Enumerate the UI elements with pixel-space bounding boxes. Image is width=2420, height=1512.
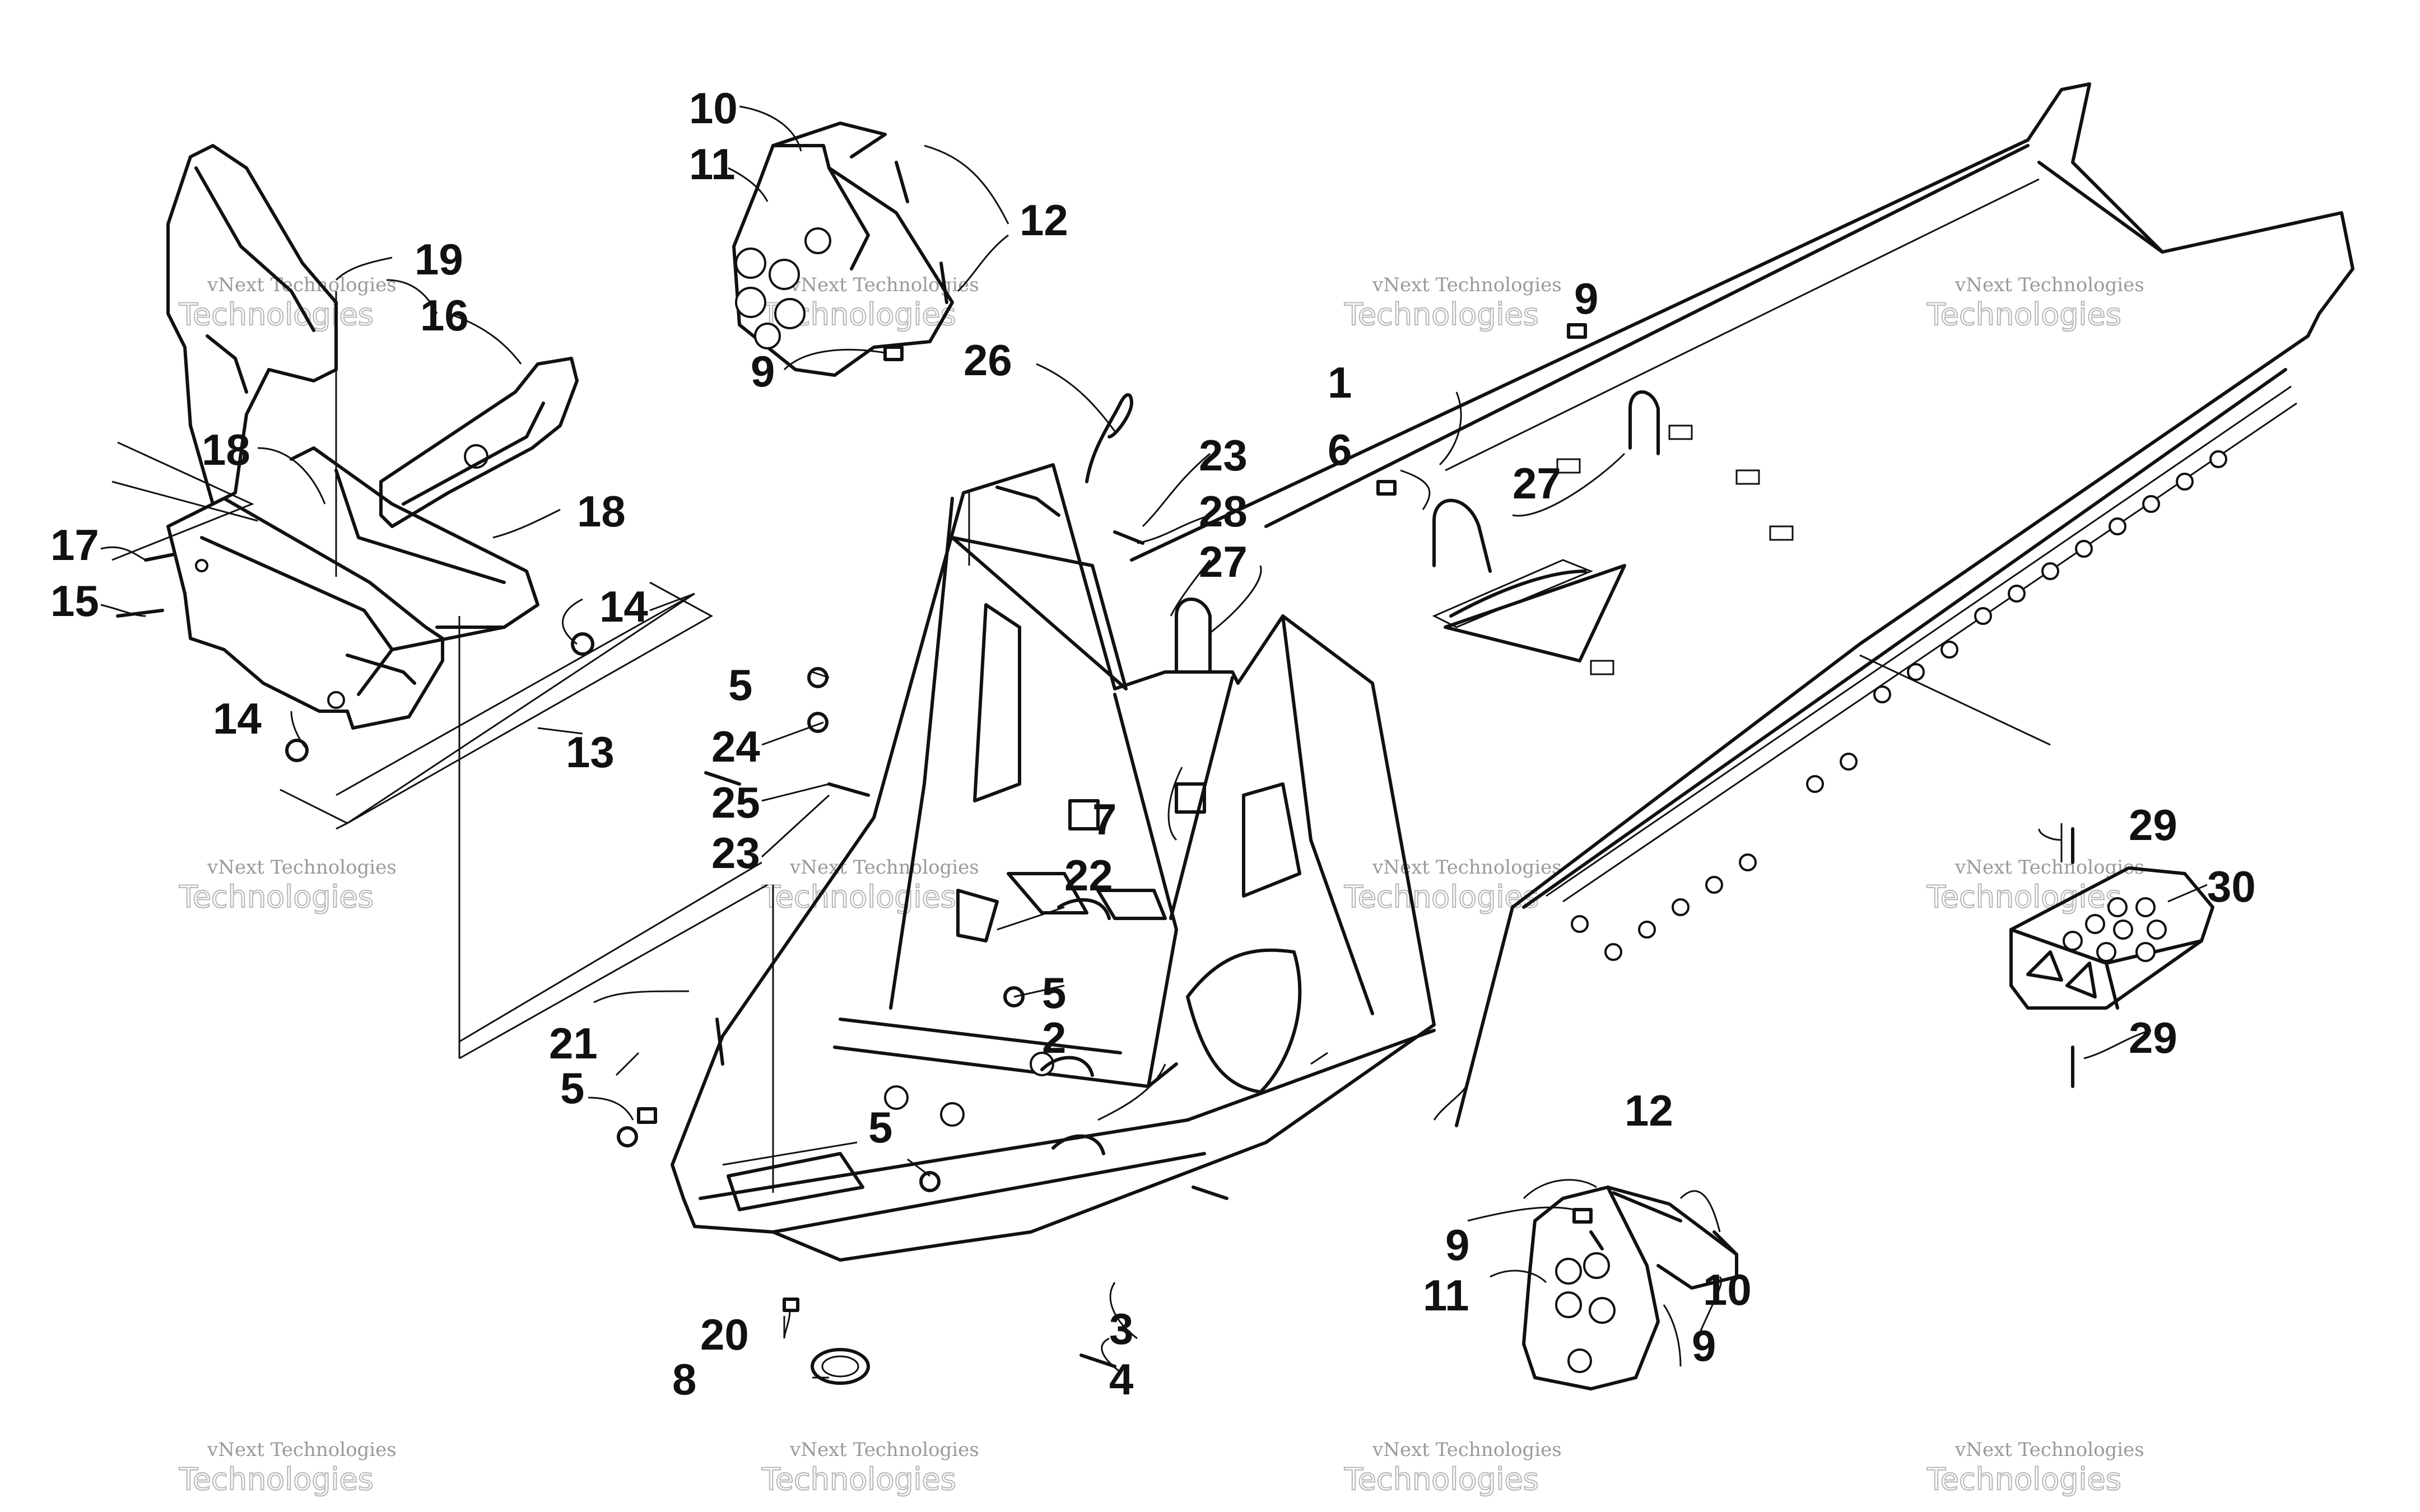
- callout-27: 27: [1513, 459, 1561, 508]
- callout-28: 28: [1199, 487, 1248, 536]
- callout-27: 27: [1199, 537, 1248, 586]
- watermark-line1: vNext Technologies: [1954, 274, 2144, 296]
- callout-14: 14: [599, 582, 648, 631]
- hardware: [116, 161, 2074, 1368]
- watermark: vNext Technologies Technologies: [178, 1439, 397, 1497]
- watermark-line2: Technologies: [1344, 297, 1539, 332]
- heat-shield-lower: [1522, 1186, 1738, 1390]
- callout-22: 22: [1064, 851, 1113, 900]
- watermark-layer: vNext Technologies Technologies vNext Te…: [178, 274, 2144, 1497]
- watermark-line1: vNext Technologies: [207, 856, 397, 879]
- watermark-line1: vNext Technologies: [789, 274, 979, 296]
- callout-5: 5: [560, 1063, 584, 1113]
- callout-3: 3: [1109, 1304, 1133, 1354]
- callout-29: 29: [2129, 1013, 2177, 1062]
- watermark-line2: Technologies: [761, 879, 956, 914]
- callout-5: 5: [728, 660, 752, 710]
- callout-5: 5: [868, 1103, 892, 1152]
- watermark-line2: Technologies: [179, 1462, 374, 1497]
- callout-6: 6: [1328, 425, 1352, 474]
- callout-18: 18: [577, 487, 626, 536]
- footrest: [2009, 866, 2214, 1010]
- callout-9: 9: [1574, 274, 1598, 323]
- watermark-line2: Technologies: [179, 297, 374, 332]
- u-bolts: [1175, 390, 1660, 674]
- callout-2: 2: [1042, 1013, 1066, 1062]
- callout-18: 18: [202, 425, 250, 474]
- callout-25: 25: [711, 778, 760, 827]
- callout-10: 10: [689, 83, 738, 133]
- callout-23: 23: [1199, 431, 1248, 480]
- front-bracket-assembly: [166, 446, 539, 730]
- callout-24: 24: [711, 722, 760, 771]
- callout-26: 26: [964, 335, 1012, 385]
- watermark-line2: Technologies: [1344, 879, 1539, 914]
- callout-9: 9: [751, 347, 775, 396]
- cable: [995, 393, 1133, 517]
- callout-7: 7: [1092, 795, 1116, 844]
- watermark-line2: Technologies: [1926, 297, 2121, 332]
- callout-15: 15: [50, 576, 99, 626]
- callout-30: 30: [2207, 862, 2256, 911]
- watermark-line2: Technologies: [1344, 1462, 1539, 1497]
- callout-9: 9: [1445, 1220, 1469, 1270]
- callout-16: 16: [420, 291, 469, 340]
- heat-shield-upper: [732, 122, 954, 377]
- callout-8: 8: [672, 1355, 696, 1404]
- callout-12: 12: [1625, 1086, 1673, 1135]
- callout-19: 19: [415, 235, 463, 284]
- callout-1: 1: [1328, 358, 1352, 407]
- watermark-line1: vNext Technologies: [1372, 856, 1562, 879]
- callout-29: 29: [2129, 800, 2177, 850]
- watermark: vNext Technologies Technologies: [761, 1439, 979, 1497]
- callout-11: 11: [1423, 1271, 1469, 1320]
- watermark-line2: Technologies: [179, 879, 374, 914]
- watermark-line1: vNext Technologies: [207, 274, 397, 296]
- callout-13: 13: [566, 727, 615, 777]
- upper-bracket: [166, 144, 579, 528]
- assembly-outlines: [111, 291, 970, 1193]
- callout-10: 10: [1703, 1265, 1752, 1314]
- bumper-ring: [811, 1348, 870, 1385]
- watermark: vNext Technologies Technologies: [761, 856, 979, 915]
- callout-21: 21: [549, 1019, 598, 1068]
- watermark: vNext Technologies Technologies: [178, 274, 397, 333]
- callout-14: 14: [213, 694, 262, 743]
- watermark: vNext Technologies Technologies: [178, 856, 397, 915]
- watermark-line1: vNext Technologies: [789, 1439, 979, 1461]
- callout-5: 5: [1042, 968, 1066, 1018]
- watermark-line2: Technologies: [1926, 879, 2121, 914]
- callout-4: 4: [1109, 1355, 1133, 1404]
- callout-11: 11: [689, 139, 735, 189]
- callout-12: 12: [1020, 195, 1068, 245]
- watermark-line1: vNext Technologies: [207, 1439, 397, 1461]
- watermark-line1: vNext Technologies: [1372, 274, 1562, 296]
- watermark-line1: vNext Technologies: [1954, 1439, 2144, 1461]
- leader-lines: [100, 105, 2208, 1379]
- watermark-line2: Technologies: [1926, 1462, 2121, 1497]
- watermark: vNext Technologies Technologies: [1926, 1439, 2144, 1497]
- tunnel-holes: [1571, 450, 2227, 961]
- callout-20: 20: [700, 1310, 749, 1359]
- watermark-line2: Technologies: [761, 1462, 956, 1497]
- callout-23: 23: [711, 828, 760, 878]
- watermark: vNext Technologies Technologies: [1926, 274, 2144, 333]
- watermark-line1: vNext Technologies: [1372, 1439, 1562, 1461]
- watermark-line1: vNext Technologies: [789, 856, 979, 879]
- bulkhead-frame: [671, 463, 1436, 1262]
- watermark: vNext Technologies Technologies: [1343, 1439, 1562, 1497]
- watermark: vNext Technologies Technologies: [1343, 856, 1562, 915]
- callout-9: 9: [1692, 1321, 1716, 1370]
- callout-17: 17: [50, 520, 99, 570]
- callout-labels: 1 2 3 4 5 5 5 5 5 6 7 8 9 9 9 9 9 10 10 …: [50, 83, 2256, 1404]
- watermark: vNext Technologies Technologies: [1343, 274, 1562, 333]
- tunnel: [1130, 82, 2354, 1127]
